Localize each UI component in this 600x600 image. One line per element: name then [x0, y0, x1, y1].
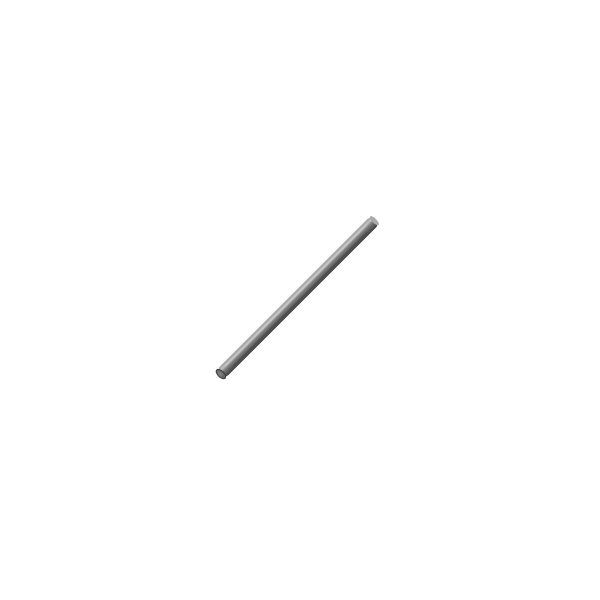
metal-pin [215, 216, 379, 380]
pin-highlight [225, 224, 368, 367]
pin-shadow-streak [232, 231, 368, 367]
pin-end-bottom [215, 368, 227, 380]
pin-end-top [369, 216, 379, 226]
pin-body [218, 217, 378, 377]
